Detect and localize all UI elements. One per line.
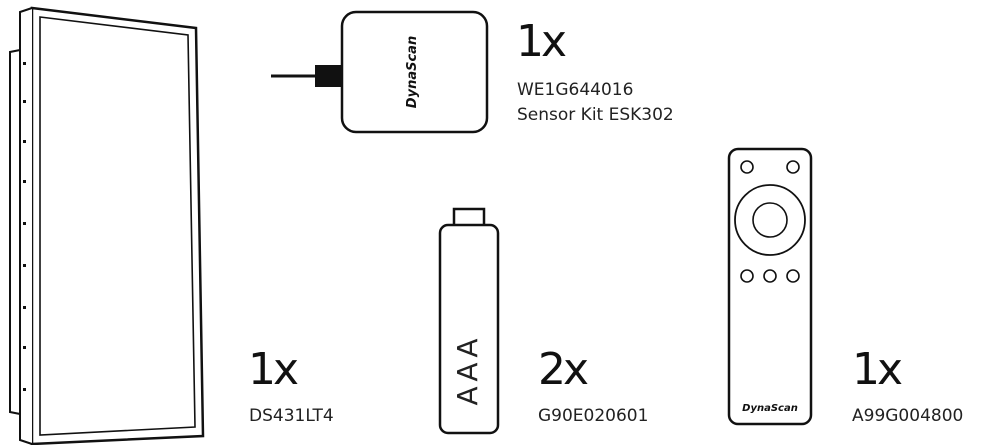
button-left-icon [740,269,754,283]
sensor-kit-illustration: DynaScan [271,10,489,134]
display-quantity: 1x [248,344,299,395]
sensor-kit-part-code: WE1G644016 [517,80,634,100]
remote-control-illustration: DynaScan [727,147,813,426]
display-part-code: DS431LT4 [249,406,334,426]
battery-quantity: 2x [538,344,589,395]
top-right-button-icon [786,160,800,174]
battery-label: AAA [451,334,484,405]
dpad-center-icon [752,202,788,238]
button-right-icon [786,269,800,283]
sensor-kit-quantity: 1x [516,16,567,67]
aaa-battery-illustration: AAA [438,207,500,435]
sensor-kit-name: Sensor Kit ESK302 [517,105,674,125]
button-middle-icon [763,269,777,283]
sensor-kit-logo: DynaScan [405,36,420,108]
remote-part-code: A99G004800 [852,406,964,426]
battery-part-code: G90E020601 [538,406,649,426]
remote-quantity: 1x [852,344,903,395]
power-button-icon [740,160,754,174]
remote-logo: DynaScan [742,403,798,414]
display-panel-illustration [9,6,205,445]
